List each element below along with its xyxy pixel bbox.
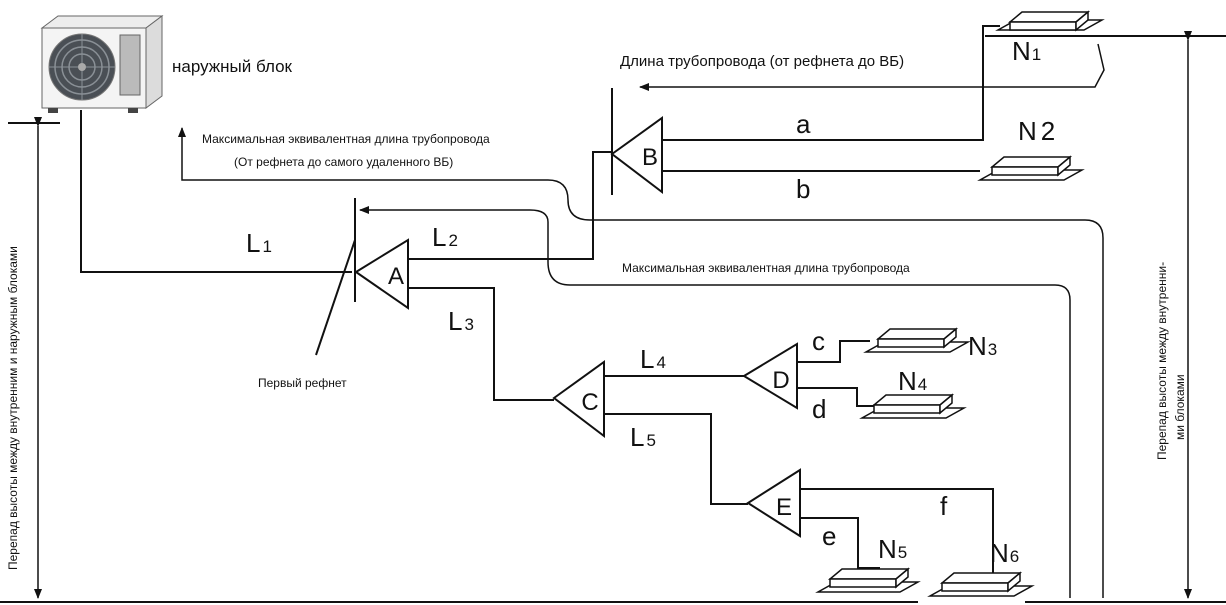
- pipe-e: [800, 517, 880, 569]
- refnet-b: B: [610, 116, 663, 195]
- label-max-equivalent-length-2: Максимальная эквивалентная длина трубопр…: [622, 261, 910, 275]
- indoor-unit-n5: [815, 567, 921, 593]
- indoor-unit-n1: [995, 10, 1105, 32]
- segment-d: d: [812, 394, 826, 424]
- indoor-unit-n6: [927, 571, 1035, 597]
- arrow-pipe-length-b-n1: [639, 43, 1105, 91]
- pipe-c: [797, 340, 870, 363]
- segment-b: b: [796, 174, 810, 204]
- refnet-c-label: C: [581, 389, 598, 416]
- segment-a: a: [796, 109, 811, 139]
- pipe-l2: [408, 151, 612, 260]
- segment-f: f: [940, 491, 948, 521]
- label-n1: N1: [1012, 36, 1041, 66]
- indoor-unit-n2: [977, 155, 1085, 181]
- label-pipe-length: Длина трубопровода (от рефнета до ВБ): [620, 53, 904, 70]
- refnet-a-label: A: [388, 263, 404, 290]
- segment-c: c: [812, 326, 825, 356]
- refnet-b-label: B: [642, 144, 658, 171]
- pipe-f: [800, 488, 994, 580]
- label-n6: N6: [990, 538, 1019, 568]
- refnet-e: E: [746, 468, 801, 538]
- refnet-d-label: D: [772, 367, 789, 394]
- label-n3: N3: [968, 331, 997, 361]
- label-height-indoor-line1: Перепад высоты между внутренни-: [1155, 262, 1169, 460]
- refnet-a: A: [354, 238, 409, 310]
- segment-e: e: [822, 521, 836, 551]
- label-height-outdoor-indoor: Перепад высоты между внутренним и наружн…: [6, 246, 20, 570]
- indoor-unit-n3: [863, 327, 971, 353]
- refnet-c: C: [552, 360, 605, 439]
- refnet-e-label: E: [776, 494, 792, 521]
- label-height-indoor-line2: ми блоками: [1173, 374, 1187, 440]
- pipe-l1: [80, 110, 352, 273]
- arrow-max-equivalent-length-first-refnet: [359, 206, 1071, 598]
- label-outdoor-unit: наружный блок: [172, 57, 293, 76]
- indoor-unit-n4: [859, 393, 967, 419]
- pipe-d: [797, 387, 880, 407]
- label-max-equivalent-length-sub: (От рефнета до самого удаленного ВБ): [234, 155, 453, 169]
- label-first-refnet: Первый рефнет: [258, 376, 347, 390]
- first-refnet-pointer: [315, 239, 356, 356]
- outdoor-unit-icon: [40, 15, 164, 113]
- label-n4: N4: [898, 366, 927, 396]
- pipe-l5: [604, 413, 748, 505]
- refnet-d: D: [742, 342, 798, 410]
- label-max-equivalent-length: Максимальная эквивалентная длина трубопр…: [202, 132, 490, 146]
- pipe-a: [662, 25, 1000, 141]
- pipe-l3: [408, 287, 554, 401]
- label-n5: N5: [878, 534, 907, 564]
- arrow-max-equivalent-length-total: [178, 127, 1104, 598]
